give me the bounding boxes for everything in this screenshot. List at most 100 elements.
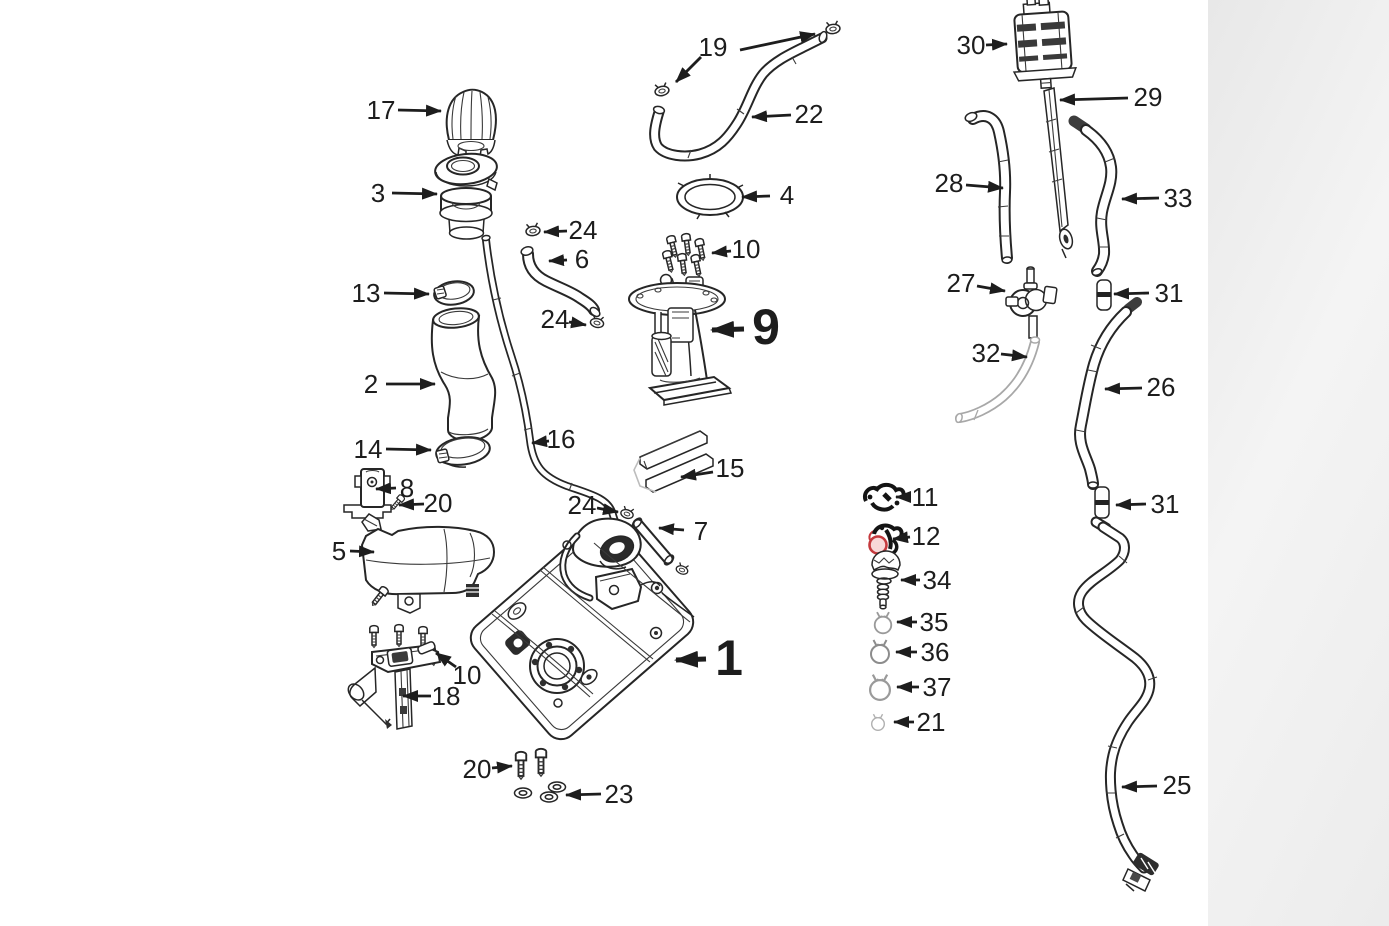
callout-6: 6 [548,244,589,274]
callout-number: 4 [780,180,794,210]
part-36-spring-clamp [870,639,890,664]
callout-arrow [985,38,1008,51]
callout-arrow [675,56,702,83]
part-8-bracket [343,468,392,519]
callout-21: 21 [893,707,946,737]
callout-number: 33 [1164,183,1193,213]
callout-20-c: 20 [463,754,513,784]
callout-arrow [1113,287,1150,300]
callout-5: 5 [332,536,375,566]
callout-number: 22 [795,99,824,129]
callout-number: 11 [912,482,939,512]
callout-number: 37 [923,672,952,702]
callout-number: 32 [972,338,1001,368]
callout-19: 19 [675,31,816,83]
callout-number: 28 [935,168,964,198]
part-17-fuel-cap [445,88,497,160]
part-22-filler-vent-hose [649,30,828,162]
callout-24-a: 24 [543,215,598,245]
part-clamp-under-tube7 [674,561,691,577]
callout-arrow [674,650,707,668]
callout-number: 26 [1147,372,1176,402]
callout-27: 27 [947,268,1006,298]
part-31-connector-a [1096,279,1112,311]
part-19-clamp-left [652,81,671,98]
callout-number: 31 [1155,278,1184,308]
callout-32: 32 [972,338,1028,368]
callout-number: 17 [367,95,396,125]
callout-arrow [397,104,442,117]
callout-24-b: 24 [541,304,587,334]
callout-arrow [892,531,911,544]
callout-arrow [568,316,587,329]
callout-24-c: 24 [568,490,619,520]
callout-30: 30 [957,30,1008,60]
callout-34: 34 [900,565,952,595]
callout-35: 35 [896,607,949,637]
callout-number: 20 [463,754,492,784]
callout-22: 22 [751,99,824,129]
part-5-reservoir [360,513,496,614]
callout-7: 7 [658,516,708,546]
callout-number: 35 [920,607,949,637]
part-19-clamp-right [824,19,842,36]
callout-number: 5 [332,536,346,566]
callout-number: 1 [715,630,743,686]
callout-number: 29 [1134,82,1163,112]
callout-26: 26 [1104,372,1176,402]
part-37-spring-clamp [868,673,892,702]
part-screw-under-reservoir [368,584,391,609]
callout-33: 33 [1121,183,1193,213]
callout-arrow [548,254,568,267]
part-21-spring-clamp [871,713,885,731]
part-6-hose [520,246,601,318]
callout-15: 15 [680,453,744,483]
part-32-hose [955,336,1041,424]
callout-number: 18 [432,681,461,711]
callout-8: 8 [375,473,414,503]
callout-number: 10 [732,234,761,264]
part-23-washers [513,781,567,803]
part-29-filler-shield [1043,87,1074,259]
callout-arrow [491,761,513,774]
part-35-spring-clamp [873,611,893,635]
part-24-clamp-a [524,221,542,238]
callout-number: 34 [923,565,952,595]
callout-number: 24 [568,490,597,520]
callout-number: 12 [912,521,941,551]
callout-number: 30 [957,30,986,60]
callout-arrow [1121,780,1158,793]
callout-number: 20 [424,488,453,518]
callout-number: 27 [947,268,976,298]
callout-3: 3 [371,178,438,208]
part-13-hose-clamp [433,280,475,306]
callout-number: 36 [921,637,950,667]
part-3-filler-neck [434,152,498,240]
part-14-hose-clamp [435,436,491,468]
part-28-hose [964,110,1013,264]
callout-arrow [1000,349,1028,362]
callout-number: 24 [569,215,598,245]
callout-number: 24 [541,304,570,334]
callout-arrow [349,545,375,558]
page-side-shading [1208,0,1389,926]
callout-36: 36 [895,637,950,667]
callout-arrow [658,523,685,536]
callout-1: 1 [674,630,743,686]
callout-number: 6 [575,244,589,274]
callout-arrow [680,468,714,481]
callout-number: 13 [352,278,381,308]
callout-arrow [1115,498,1147,511]
callout-number: 21 [917,707,946,737]
part-2-filler-hose [430,307,497,443]
callout-number: 8 [400,473,414,503]
callout-arrow [965,180,1004,193]
callout-number: 10 [453,660,482,690]
callout-37: 37 [896,672,952,702]
part-15-antisqueak-pads [633,430,714,493]
callout-arrow [710,320,745,338]
callout-arrow [596,503,619,516]
